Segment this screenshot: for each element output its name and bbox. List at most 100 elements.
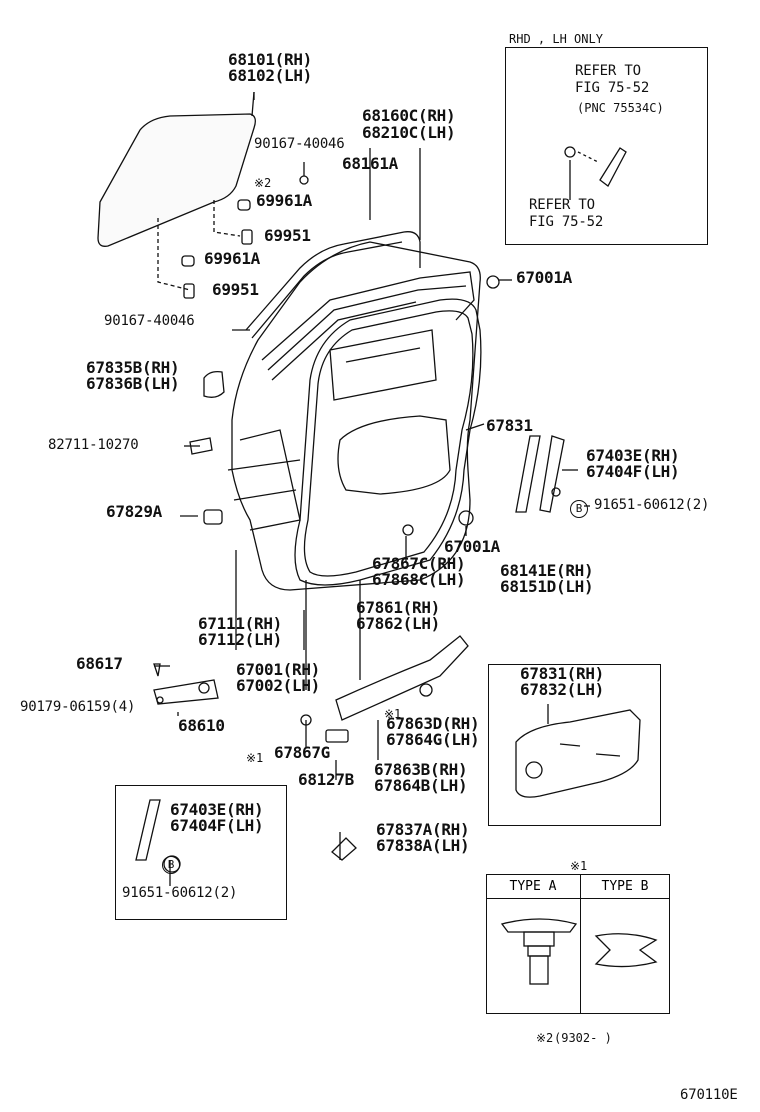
label-67831-rh: 67831(RH) — [520, 664, 604, 683]
type-table-note: ※1 — [570, 859, 588, 873]
type-a-header: TYPE A — [509, 879, 557, 894]
quarter-glass — [599, 147, 627, 187]
trim-inset-box — [488, 664, 661, 826]
label-67001a-mid: 67001A — [444, 537, 500, 556]
clip-69961a-lower — [181, 255, 195, 267]
label-68161a: 68161A — [342, 154, 398, 173]
label-67404f-right: 67404F(LH) — [586, 462, 680, 481]
stopper-67001a-top — [486, 275, 500, 289]
weatherstrip-67861 — [245, 231, 421, 331]
clip-69951-upper — [241, 229, 253, 245]
rhd-inset-box — [505, 47, 708, 245]
vent-67835b — [203, 370, 225, 398]
note-mark-2: ※2 — [254, 176, 272, 190]
label-67001a-top: 67001A — [516, 268, 572, 287]
cap-67829a — [203, 509, 223, 525]
label-67864b: 67864B(LH) — [374, 776, 468, 795]
type-table-header-rule — [486, 898, 670, 899]
rhd-refer2-line2: FIG 75-52 — [529, 214, 604, 230]
rhd-refer1-pnc: (PNC 75534C) — [577, 101, 664, 115]
channel-inset-box — [115, 785, 287, 920]
bumper-82711 — [189, 437, 213, 455]
pin-68617 — [153, 663, 161, 677]
footnote-range: (9302- ) — [554, 1031, 612, 1045]
latch-67837a — [331, 837, 357, 861]
label-67112: 67112(LH) — [198, 630, 282, 649]
bolt-symbol-inset: B — [162, 856, 180, 874]
type-b-header: TYPE B — [601, 879, 649, 894]
label-67861: 67861(RH) — [356, 598, 440, 617]
clip-69951-lower — [183, 283, 195, 299]
label-91651-inset: 91651-60612(2) — [122, 885, 238, 901]
rhd-heading: RHD , LH ONLY — [509, 32, 603, 46]
door-trim-panel — [515, 709, 641, 798]
type-table-divider — [580, 874, 581, 1014]
clip-67867c — [402, 524, 414, 536]
label-68127b: 68127B — [298, 770, 354, 789]
label-68617: 68617 — [76, 654, 123, 673]
label-67404f-inset: 67404F(LH) — [170, 816, 264, 835]
rhd-refer1-line1: REFER TO — [575, 63, 641, 79]
bolt-symbol-right: B — [570, 500, 588, 518]
label-67831: 67831 — [486, 416, 533, 435]
label-68102: 68102(LH) — [228, 66, 312, 85]
label-68101: 68101(RH) — [228, 50, 312, 69]
label-67867c: 67867C(RH) — [372, 554, 466, 573]
clip-rhd — [564, 146, 576, 158]
label-67836b: 67836B(LH) — [86, 374, 180, 393]
door-glass — [97, 113, 256, 247]
label-67111: 67111(RH) — [198, 614, 282, 633]
label-67868c: 67868C(LH) — [372, 570, 466, 589]
clip-67863d — [419, 683, 433, 697]
label-69951-upper: 69951 — [264, 226, 311, 245]
fastener-type-b — [594, 933, 658, 968]
channel-inset — [135, 799, 161, 861]
label-67864g: 67864G(LH) — [386, 730, 480, 749]
fastener-type-a — [500, 918, 578, 933]
label-67829a: 67829A — [106, 502, 162, 521]
label-67837a: 67837A(RH) — [376, 820, 470, 839]
label-67862: 67862(LH) — [356, 614, 440, 633]
label-67838a: 67838A(LH) — [376, 836, 470, 855]
label-82711: 82711-10270 — [48, 437, 139, 453]
label-67001: 67001(RH) — [236, 660, 320, 679]
label-67835b: 67835B(RH) — [86, 358, 180, 377]
note-mark-1-upper: ※1 — [384, 707, 402, 721]
window-opening — [329, 329, 437, 401]
stopper-67001a-mid — [458, 510, 474, 526]
channel-67403e — [515, 435, 541, 513]
service-hole — [337, 415, 451, 495]
label-67863b: 67863B(RH) — [374, 760, 468, 779]
channel-67404f — [539, 435, 565, 513]
label-69961a-upper: 69961A — [256, 191, 312, 210]
label-90167-upper: 90167-40046 — [254, 136, 345, 152]
label-90167-lower: 90167-40046 — [104, 313, 195, 329]
footnote-mark: ※2 — [536, 1031, 554, 1045]
pad-68127b — [325, 729, 349, 743]
rhd-refer1-line2: FIG 75-52 — [575, 80, 650, 96]
label-67002: 67002(LH) — [236, 676, 320, 695]
label-67832-lh: 67832(LH) — [520, 680, 604, 699]
label-91651-right: 91651-60612(2) — [594, 497, 710, 513]
moulding-67863b — [335, 635, 469, 721]
label-68610: 68610 — [178, 716, 225, 735]
figure-code: 670110E — [680, 1087, 738, 1103]
label-68151d: 68151D(LH) — [500, 577, 594, 596]
label-69961a-lower: 69961A — [204, 249, 260, 268]
label-67403e-inset: 67403E(RH) — [170, 800, 264, 819]
type-table — [486, 874, 670, 1014]
label-67403e-right: 67403E(RH) — [586, 446, 680, 465]
label-67863d: 67863D(RH) — [386, 714, 480, 733]
label-68210c: 68210C(LH) — [362, 123, 456, 142]
label-69951-lower: 69951 — [212, 280, 259, 299]
label-90179: 90179-06159(4) — [20, 699, 136, 715]
label-67867g: 67867G — [274, 743, 330, 762]
label-68160c: 68160C(RH) — [362, 106, 456, 125]
label-68141e: 68141E(RH) — [500, 561, 594, 580]
door-seal-67831 — [294, 298, 482, 586]
clip-69961a-upper — [237, 199, 251, 211]
note-mark-1-lower: ※1 — [246, 751, 264, 765]
rhd-refer2-line1: REFER TO — [529, 197, 595, 213]
